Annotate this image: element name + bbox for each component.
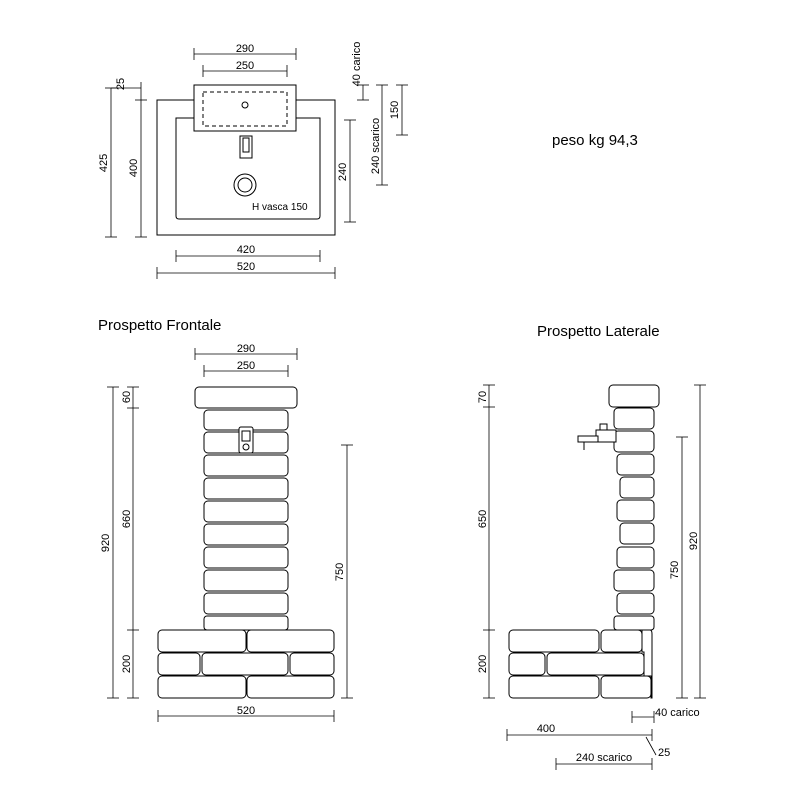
side-base-block	[508, 652, 546, 676]
side-block	[616, 453, 655, 476]
side-view-title: Prospetto Laterale	[537, 323, 660, 340]
dim-920-side: 920	[688, 532, 700, 550]
dim-400: 400	[128, 159, 140, 177]
dim-290-plan: 290	[236, 43, 254, 55]
side-base-edge	[641, 629, 653, 699]
dim-750-side: 750	[669, 561, 681, 579]
side-block	[613, 430, 655, 453]
basin-inner-outline	[175, 117, 321, 220]
side-base-block	[508, 629, 600, 653]
dim-520-plan: 520	[237, 261, 255, 273]
column-block	[203, 569, 289, 592]
base-block	[201, 652, 289, 676]
column-inner-dashed	[202, 91, 288, 127]
dim-40-carico-plan: 40 carico	[351, 42, 363, 87]
front-view-title: Prospetto Frontale	[98, 317, 221, 334]
side-base-block	[600, 629, 643, 653]
column-block	[203, 523, 289, 546]
side-block	[619, 476, 655, 499]
weight-label: peso kg 94,3	[552, 132, 638, 149]
dim-420: 420	[237, 244, 255, 256]
dim-70: 70	[477, 391, 489, 403]
dim-250-front: 250	[237, 360, 255, 372]
side-column-blocks	[613, 407, 655, 631]
side-base-block	[600, 675, 652, 699]
column-blocks	[203, 409, 289, 631]
side-cap	[608, 384, 660, 408]
drain-inner	[237, 177, 253, 193]
dim-290-front: 290	[237, 343, 255, 355]
side-base-blocks	[508, 629, 653, 699]
column-block	[203, 592, 289, 615]
base-block	[246, 675, 335, 699]
tap-outlet-front	[242, 443, 250, 451]
inlet-hole	[241, 101, 249, 109]
dim-240-scarico-plan: 240 scarico	[370, 118, 382, 174]
dim-240-plan: 240	[337, 163, 349, 181]
side-block	[613, 569, 655, 592]
base-block	[157, 675, 247, 699]
side-tap-spout	[577, 435, 599, 443]
dim-200-side: 200	[477, 655, 489, 673]
column-block	[203, 500, 289, 523]
front-view: Prospetto Frontale	[98, 317, 353, 722]
dim-leader	[645, 736, 657, 756]
basin-height-note: H vasca 150	[252, 202, 308, 213]
dim-520-front: 520	[237, 705, 255, 717]
dim-200-front: 200	[121, 655, 133, 673]
base-block	[246, 629, 335, 653]
dim-240-scarico-side: 240 scarico	[576, 752, 632, 764]
side-block	[619, 522, 655, 545]
dim-920-front: 920	[100, 534, 112, 552]
dim-25-plan: 25	[115, 78, 127, 90]
column-block	[203, 454, 289, 477]
base-block	[157, 629, 247, 653]
side-tap-body	[595, 429, 617, 443]
tap-handle-front	[241, 430, 251, 442]
side-tap-handle	[599, 423, 608, 431]
dim-40-carico-side: 40 carico	[655, 707, 700, 719]
base-block	[157, 652, 201, 676]
side-block	[613, 407, 655, 430]
side-block	[616, 546, 655, 569]
plan-view: H vasca 150 290 250 425 400 25 240 4	[98, 42, 408, 279]
tap-spout	[242, 137, 250, 153]
side-view: Prospetto Laterale	[477, 323, 706, 770]
dim-250-plan: 250	[236, 60, 254, 72]
dim-25-side: 25	[658, 747, 670, 759]
column-cap	[194, 386, 298, 409]
dim-60: 60	[121, 391, 133, 403]
side-base-block	[508, 675, 600, 699]
dim-150: 150	[389, 101, 401, 119]
side-block	[616, 592, 655, 615]
base-blocks	[157, 629, 335, 699]
column-block	[203, 546, 289, 569]
dim-650: 650	[477, 510, 489, 528]
drain-outer	[233, 173, 257, 197]
dim-660: 660	[121, 510, 133, 528]
column-block	[203, 615, 289, 631]
side-base-block	[546, 652, 645, 676]
dim-425: 425	[98, 154, 110, 172]
side-block	[616, 499, 655, 522]
dim-400-side: 400	[537, 723, 555, 735]
column-block	[203, 477, 289, 500]
dim-750-front: 750	[334, 563, 346, 581]
side-block	[613, 615, 655, 631]
base-block	[289, 652, 335, 676]
